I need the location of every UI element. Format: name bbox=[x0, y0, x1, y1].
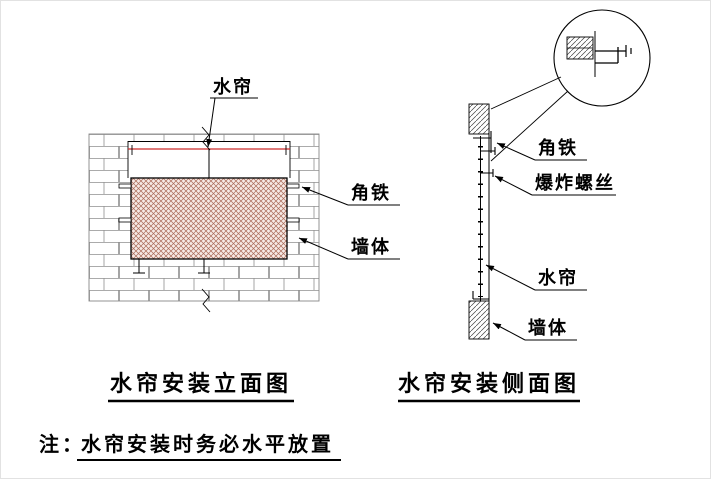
elevation-label-water-curtain: 水帘 bbox=[213, 76, 253, 97]
side-view: 角铁 爆炸螺丝 水帘 墙体 水帘安装侧面图 bbox=[398, 9, 651, 403]
wall-leader bbox=[298, 237, 349, 260]
note-prefix: 注： bbox=[39, 432, 85, 456]
detail-circle bbox=[553, 9, 651, 107]
water-curtain-panel bbox=[130, 177, 288, 260]
side-expansion-bolt-leader bbox=[494, 175, 533, 196]
elevation-title: 水帘安装立面图 bbox=[110, 371, 292, 396]
side-title: 水帘安装侧面图 bbox=[398, 371, 580, 396]
elevation-label-angle-iron: 角铁 bbox=[351, 182, 391, 203]
wall-section-top bbox=[468, 103, 490, 135]
top-angle-iron bbox=[473, 131, 496, 177]
side-wall-leader bbox=[492, 322, 526, 341]
break-mark-bottom bbox=[201, 288, 211, 313]
detail-angle-iron bbox=[595, 47, 619, 64]
elevation-view: 水帘 角铁 墙体 水帘安装立面图 bbox=[88, 76, 400, 403]
angle-iron-tab-left-bottom bbox=[118, 217, 132, 223]
angle-iron-tab-left-top bbox=[118, 183, 132, 189]
side-water-curtain-leader bbox=[485, 264, 536, 291]
side-label-expansion-bolt: 爆炸螺丝 bbox=[535, 172, 615, 193]
water-curtain-leader bbox=[206, 97, 216, 148]
side-label-wall: 墙体 bbox=[528, 317, 568, 338]
side-label-angle-iron: 角铁 bbox=[538, 137, 578, 158]
wall-section-bottom bbox=[468, 300, 490, 340]
elevation-label-wall: 墙体 bbox=[351, 236, 391, 257]
note-text: 水帘安装时务必水平放置 bbox=[81, 432, 334, 456]
angle-iron-leader bbox=[301, 186, 349, 206]
detail-content bbox=[566, 31, 632, 77]
side-angle-iron-leader bbox=[496, 142, 536, 161]
side-label-water-curtain: 水帘 bbox=[538, 267, 578, 288]
detail-expansion-bolt bbox=[595, 45, 632, 57]
detail-leader-lower bbox=[490, 90, 569, 162]
note-block: 注： 水帘安装时务必水平放置 bbox=[39, 432, 341, 461]
detail-leader-upper bbox=[490, 76, 562, 110]
bottom-hangers bbox=[133, 259, 210, 274]
angle-iron-tab-right-bottom bbox=[286, 217, 300, 223]
angle-iron-tab-right-top bbox=[286, 183, 300, 189]
bottom-angle-iron bbox=[472, 291, 489, 300]
